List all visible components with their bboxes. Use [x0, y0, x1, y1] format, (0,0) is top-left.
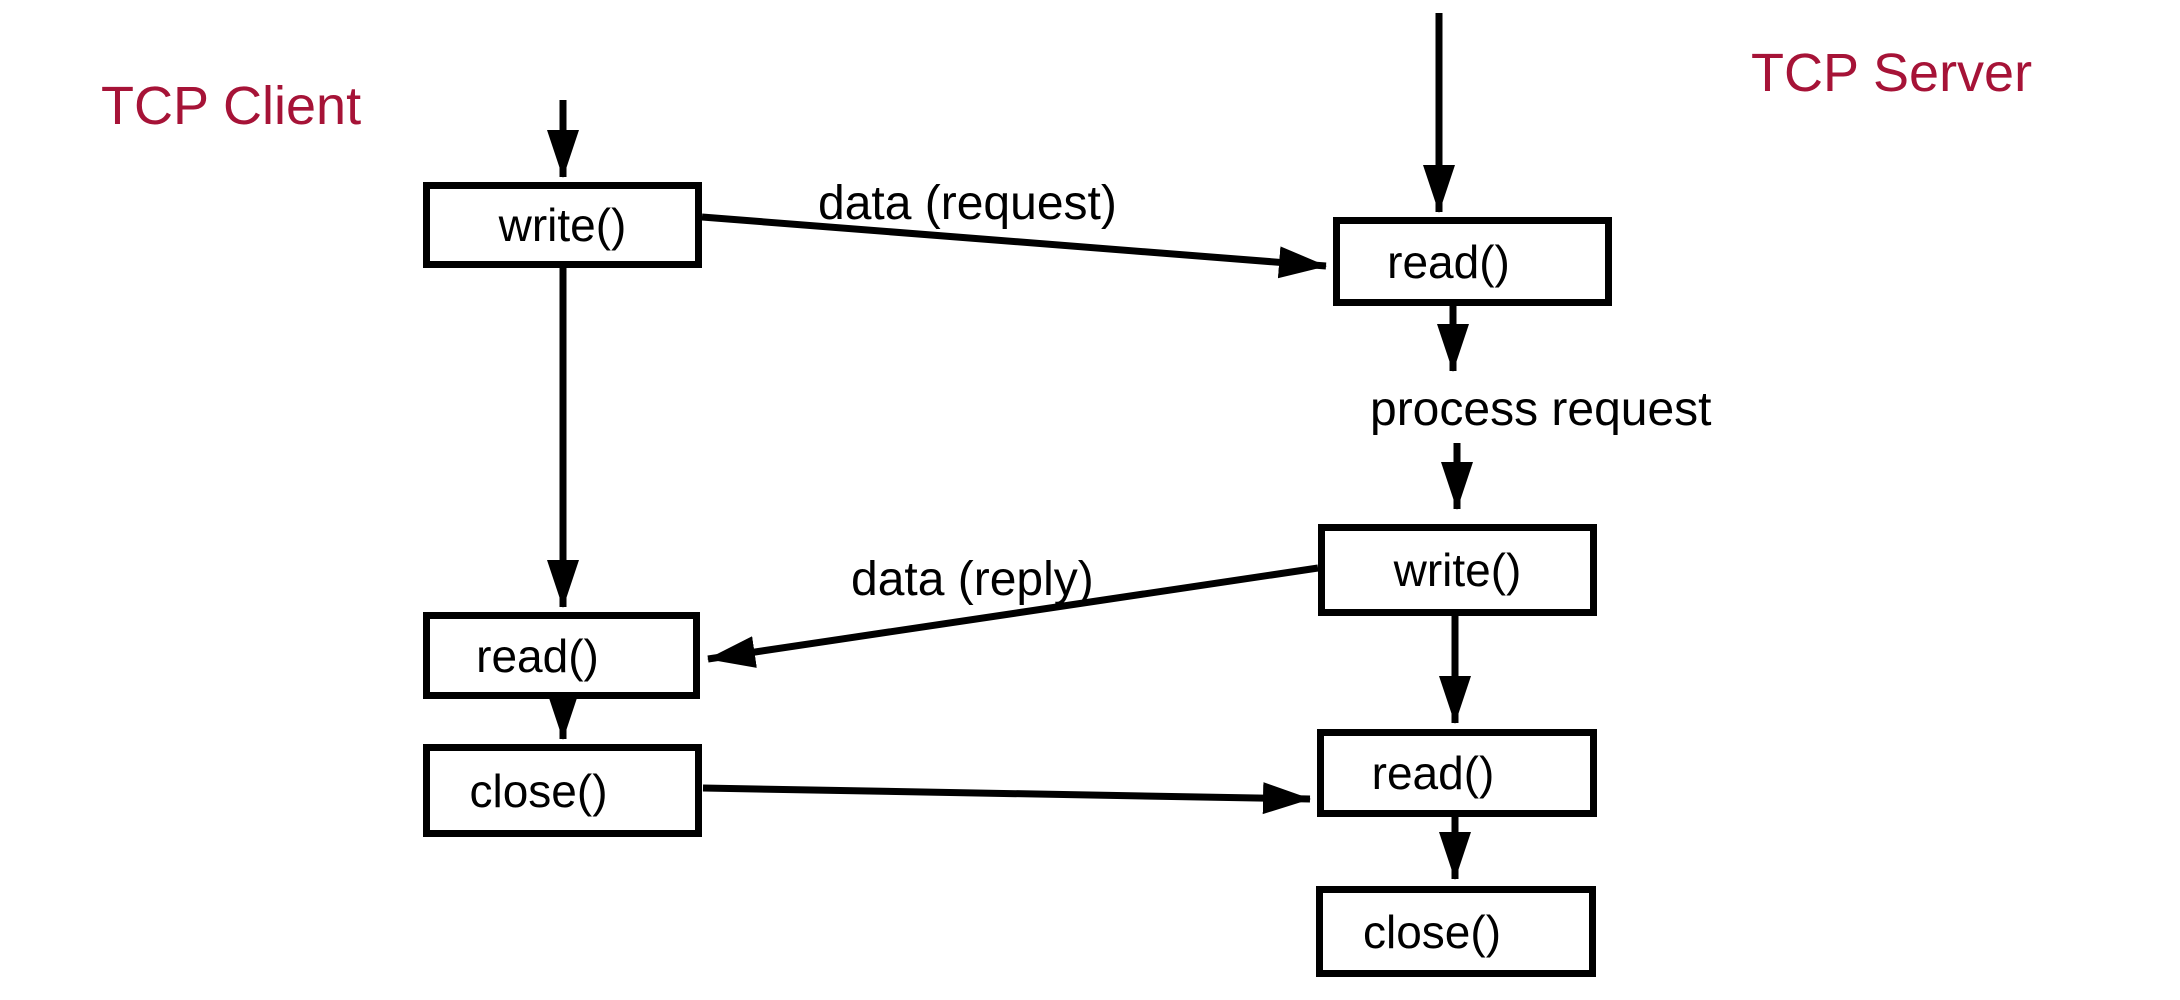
data-request-label: data (request) — [818, 177, 1117, 230]
client-read-box: read() — [423, 612, 700, 699]
data-request-arrow — [701, 213, 1327, 279]
server-read2-box: read() — [1317, 729, 1597, 817]
data-reply-label: data (reply) — [851, 553, 1094, 606]
process-request-label: process request — [1370, 383, 1712, 436]
tcp-server-title: TCP Server — [1751, 43, 2033, 103]
close-to-server-read-arrow — [702, 782, 1311, 815]
server-read-box: read() — [1333, 217, 1612, 306]
client-close-box: close() — [423, 744, 702, 837]
tcp-client-title: TCP Client — [101, 76, 362, 136]
server-close-box: close() — [1316, 886, 1596, 977]
server-write-box: write() — [1318, 524, 1597, 616]
data-reply-arrow — [707, 564, 1319, 668]
client-write-box: write() — [423, 182, 702, 268]
